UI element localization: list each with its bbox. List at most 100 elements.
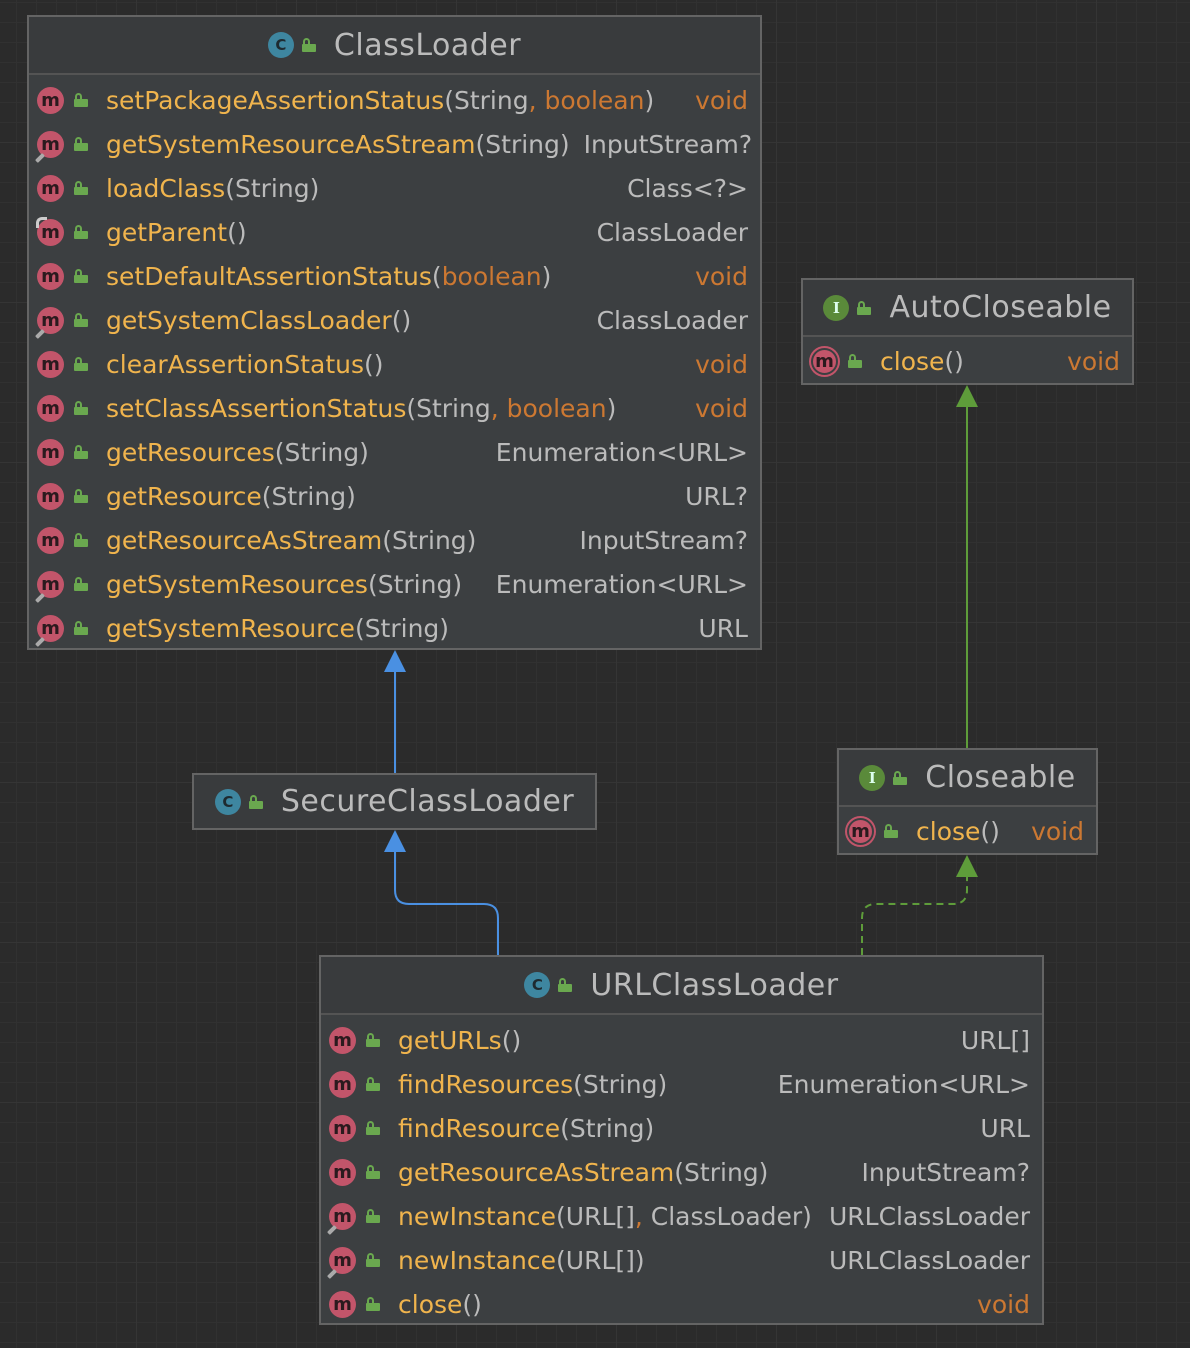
method-params: ()	[364, 349, 384, 379]
method-params: ()	[501, 1025, 522, 1055]
method-params: (String)	[573, 1069, 668, 1099]
return-type: Enumeration<URL>	[495, 569, 748, 599]
edge-secureclassloader-arrowhead	[384, 650, 406, 672]
method-icon: m	[37, 130, 64, 158]
return-type: URL	[698, 613, 748, 643]
method-params: (String)	[475, 129, 570, 159]
method-icon: m	[329, 1246, 356, 1274]
public-lock-icon	[74, 93, 88, 107]
method-name: getResources	[106, 437, 275, 467]
public-lock-icon	[74, 401, 88, 415]
method-name: getResourceAsStream	[398, 1157, 675, 1187]
method-params: (String)	[261, 481, 356, 511]
method-icon: m	[37, 482, 64, 510]
public-lock-icon	[558, 978, 573, 992]
method-params: ()	[462, 1289, 482, 1319]
method-name: getSystemResourceAsStream	[106, 129, 476, 159]
public-lock-icon	[893, 770, 908, 785]
return-type: ClassLoader	[596, 217, 748, 247]
node-title: SecureClassLoader	[280, 784, 575, 819]
method-name: getURLs	[398, 1025, 502, 1055]
method-name: findResource	[398, 1113, 561, 1143]
method-name: close	[398, 1289, 463, 1319]
method-params: ()	[980, 816, 1000, 846]
method-params: (String)	[382, 525, 477, 555]
return-type: ClassLoader	[596, 305, 748, 335]
secureclassloader-node[interactable]: C SecureClassLoader	[192, 773, 597, 830]
return-type: URL?	[685, 481, 748, 511]
method-name: getSystemResource	[106, 613, 355, 643]
node-title: URLClassLoader	[590, 967, 839, 1003]
method-params: (	[431, 261, 442, 291]
autocloseable-header: I AutoCloseable	[803, 280, 1132, 337]
method-icon: m	[37, 262, 64, 290]
method-params: (String)	[367, 569, 463, 599]
method-name: newInstance	[398, 1245, 557, 1275]
public-lock-icon	[301, 38, 316, 52]
public-lock-icon	[366, 1297, 380, 1311]
classloader-header: C ClassLoader	[29, 17, 760, 75]
method-icon: m	[37, 86, 64, 114]
public-lock-icon	[366, 1033, 380, 1047]
method-icon: m	[847, 817, 874, 845]
public-lock-icon	[74, 181, 88, 195]
return-type: void	[695, 349, 748, 379]
method-params: ClassLoader)	[650, 1201, 812, 1231]
class-icon: C	[524, 972, 551, 998]
method-params: (String)	[274, 437, 369, 467]
method-params: (URL[]	[556, 1201, 635, 1231]
secureclassloader-header: C SecureClassLoader	[194, 775, 595, 828]
public-lock-icon	[74, 621, 88, 635]
method-params: (URL[])	[556, 1245, 645, 1275]
method-row[interactable]: m newInstance(URL[]) URLClassLoader	[321, 1238, 1042, 1282]
public-lock-icon	[366, 1209, 380, 1223]
method-icon: m	[37, 570, 64, 598]
public-lock-icon	[366, 1165, 380, 1179]
method-icon: m	[37, 614, 64, 642]
method-icon: m	[36, 216, 64, 246]
method-icon: m	[329, 1070, 356, 1098]
method-params: ()	[391, 305, 412, 335]
return-type: void	[695, 261, 748, 291]
method-params: (String)	[225, 173, 320, 203]
return-type: URLClassLoader	[828, 1245, 1030, 1275]
public-lock-icon	[74, 269, 88, 283]
return-type: Class<?>	[627, 173, 748, 203]
method-params: )	[606, 393, 617, 423]
public-lock-icon	[366, 1253, 380, 1267]
method-icon: m	[329, 1026, 356, 1054]
return-type: InputStream?	[861, 1157, 1030, 1187]
method-params: ,	[490, 393, 507, 423]
method-params: ()	[944, 346, 964, 376]
edge-urlclassloader-arrowhead	[384, 830, 406, 852]
method-icon: m	[329, 1114, 356, 1142]
return-type: Enumeration<URL>	[495, 437, 748, 467]
